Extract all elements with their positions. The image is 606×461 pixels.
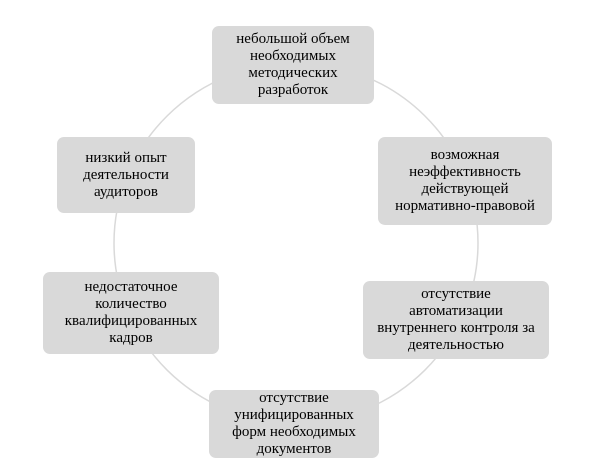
node-label: низкий опыт деятельности аудиторов <box>83 149 169 200</box>
node-label: возможная неэффективность действующей но… <box>395 147 535 214</box>
node-automation: отсутствие автоматизации внутреннего кон… <box>363 281 549 359</box>
node-label: недостаточное количество квалифицированн… <box>64 279 198 346</box>
ring-circle <box>113 62 479 424</box>
node-methodology: небольшой объем необходимых методических… <box>212 26 374 104</box>
node-qualified-staff: недостаточное количество квалифицированн… <box>43 272 219 354</box>
node-label: отсутствие автоматизации внутреннего кон… <box>377 286 535 353</box>
node-document-forms: отсутствие унифицированных форм необходи… <box>209 390 379 458</box>
node-label: небольшой объем необходимых методических… <box>236 31 350 98</box>
node-auditor-experience: низкий опыт деятельности аудиторов <box>57 137 195 213</box>
node-regulation: возможная неэффективность действующей но… <box>378 137 552 225</box>
node-label: отсутствие унифицированных форм необходи… <box>232 390 356 457</box>
